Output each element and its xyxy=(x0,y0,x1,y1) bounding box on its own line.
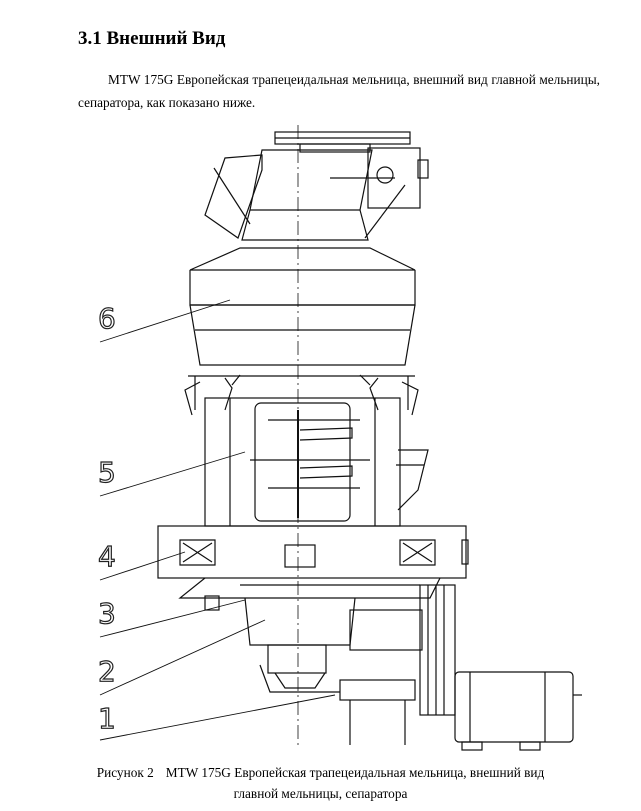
motor-oil-station xyxy=(259,664,582,751)
section-title: Внешний Вид xyxy=(106,28,226,49)
callout-6: 6 xyxy=(98,302,116,335)
gearbox xyxy=(178,577,456,716)
caption-number: Рисунок 2 xyxy=(96,765,154,780)
mill-drawing-svg: 6 5 4 3 2 1 xyxy=(97,125,582,751)
callout-leaders xyxy=(99,299,336,741)
intro-text: MTW 175G Европейская трапецеидальная мел… xyxy=(78,72,600,110)
callout-3: 3 xyxy=(98,597,116,630)
caption-line-2: главной мельницы, сепаратора xyxy=(233,786,408,801)
top-drive xyxy=(204,131,429,241)
callout-2: 2 xyxy=(98,655,116,688)
callout-5: 5 xyxy=(98,456,116,489)
section-number: 3.1 xyxy=(78,28,102,49)
main-base xyxy=(157,525,469,579)
section-heading: 3.1 Внешний Вид xyxy=(78,28,225,50)
intro-paragraph: MTW 175G Европейская трапецеидальная мел… xyxy=(78,68,600,114)
grinding-chamber xyxy=(204,397,429,527)
figure-caption: Рисунок 2 MTW 175G Европейская трапецеида… xyxy=(0,762,641,804)
caption-text-1: MTW 175G Европейская трапецеидальная мел… xyxy=(165,765,545,780)
callout-4: 4 xyxy=(98,540,116,573)
callout-1: 1 xyxy=(98,702,116,735)
mill-technical-drawing: 6 5 4 3 2 1 xyxy=(0,120,641,760)
separator-housing xyxy=(184,247,419,416)
caption-line-1: Рисунок 2 MTW 175G Европейская трапецеида… xyxy=(0,762,641,783)
